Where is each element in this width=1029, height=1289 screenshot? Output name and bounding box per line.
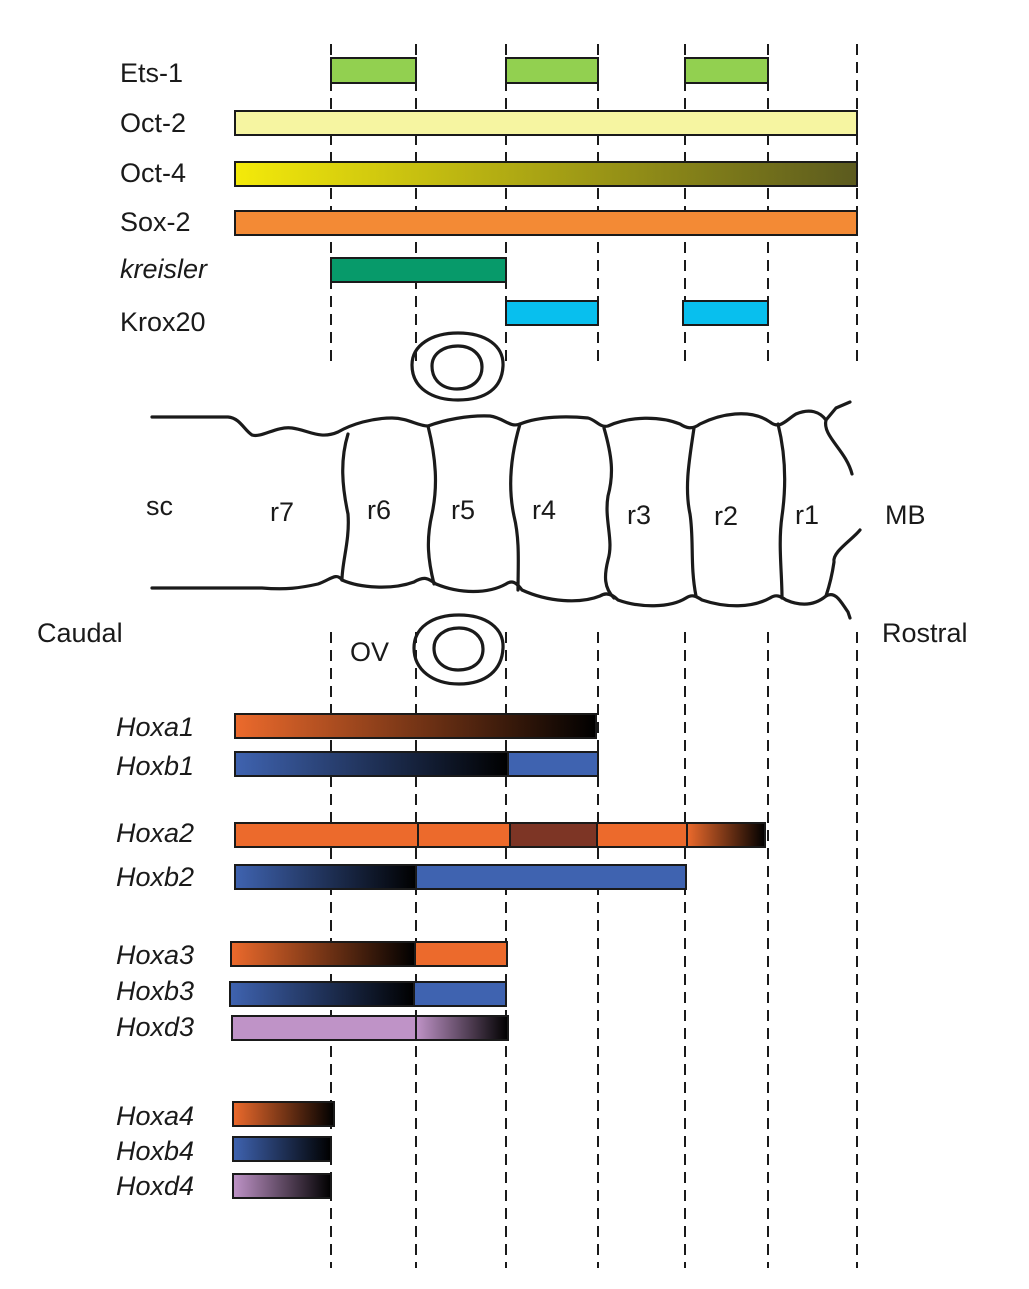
gene-label-oct2: Oct-2 (120, 108, 186, 138)
hoxb2-bar-graded (234, 864, 417, 890)
label-r6: r6 (367, 495, 391, 525)
hindbrain-outline (150, 400, 862, 620)
krox20-bar-r3 (682, 300, 769, 326)
label-rostral: Rostral (882, 618, 968, 648)
upper-gene-labels: Ets-1 Oct-2 Oct-4 Sox-2 kreisler Krox20 (120, 58, 208, 337)
hoxa3-bar-graded (230, 941, 416, 967)
hoxb2-bar-r5-r3 (415, 864, 687, 890)
gene-label-hoxd4: Hoxd4 (116, 1171, 194, 1201)
hoxd4-bar (232, 1173, 332, 1199)
hoxa1-bar (234, 713, 597, 739)
gene-label-hoxa2: Hoxa2 (116, 818, 194, 848)
label-r1: r1 (795, 500, 819, 530)
label-r2: r2 (714, 501, 738, 531)
gene-label-hoxa1: Hoxa1 (116, 712, 194, 742)
gene-label-hoxa4: Hoxa4 (116, 1101, 194, 1131)
hoxa2-bar-r4 (509, 822, 598, 848)
gene-label-hoxb4: Hoxb4 (116, 1136, 194, 1166)
kreisler-bar (330, 257, 507, 283)
otic-vesicle-bottom (412, 613, 505, 686)
gene-label-hoxb1: Hoxb1 (116, 751, 194, 781)
sox2-bar (234, 210, 858, 236)
hoxa2-bar-r2 (686, 822, 766, 848)
label-caudal: Caudal (37, 618, 123, 648)
label-mb: MB (885, 500, 926, 530)
label-r4: r4 (532, 495, 556, 525)
ets1-bar-r4 (505, 57, 599, 84)
oct4-bar (234, 161, 858, 187)
gene-label-kreisler: kreisler (120, 254, 208, 284)
label-r3: r3 (627, 500, 651, 530)
gene-label-krox20: Krox20 (120, 307, 206, 337)
gene-label-hoxb3: Hoxb3 (116, 976, 194, 1006)
hoxb1-bar-graded (234, 751, 509, 777)
hoxb3-bar-graded (229, 981, 415, 1007)
label-ov: OV (350, 637, 389, 667)
hoxd3-bar-r6-r7 (231, 1015, 417, 1041)
hoxb1-bar-r4 (507, 751, 599, 777)
ets1-bar-r2 (684, 57, 769, 84)
hoxa2-bar-graded-caudal (234, 822, 419, 848)
label-r7: r7 (270, 497, 294, 527)
label-sc: sc (146, 491, 173, 521)
hoxa2-bar-r5 (417, 822, 511, 848)
oct2-bar (234, 110, 858, 136)
gene-label-sox2: Sox-2 (120, 207, 191, 237)
hoxa3-bar-r5 (414, 941, 508, 967)
region-labels: sc r7 r6 r5 r4 r3 r2 r1 MB Caudal Rostra… (37, 491, 968, 667)
hoxb4-bar (232, 1136, 332, 1162)
hox-expression-bars (229, 713, 766, 1199)
hoxa4-bar (232, 1101, 335, 1127)
hox-gene-labels: Hoxa1 Hoxb1 Hoxa2 Hoxb2 Hoxa3 Hoxb3 Hoxd… (116, 712, 194, 1201)
otic-vesicle-top (410, 331, 505, 402)
gene-label-hoxb2: Hoxb2 (116, 862, 194, 892)
gene-label-oct4: Oct-4 (120, 158, 186, 188)
ets1-bar-r6 (330, 57, 417, 84)
krox20-bar-r5 (505, 300, 599, 326)
hoxd3-bar-r5 (415, 1015, 509, 1041)
gene-label-ets1: Ets-1 (120, 58, 183, 88)
upper-expression-bars (234, 57, 858, 326)
gene-label-hoxa3: Hoxa3 (116, 940, 194, 970)
gene-label-hoxd3: Hoxd3 (116, 1012, 194, 1042)
hoxb3-bar-r5 (413, 981, 507, 1007)
hoxa2-bar-r3 (596, 822, 688, 848)
label-r5: r5 (451, 495, 475, 525)
